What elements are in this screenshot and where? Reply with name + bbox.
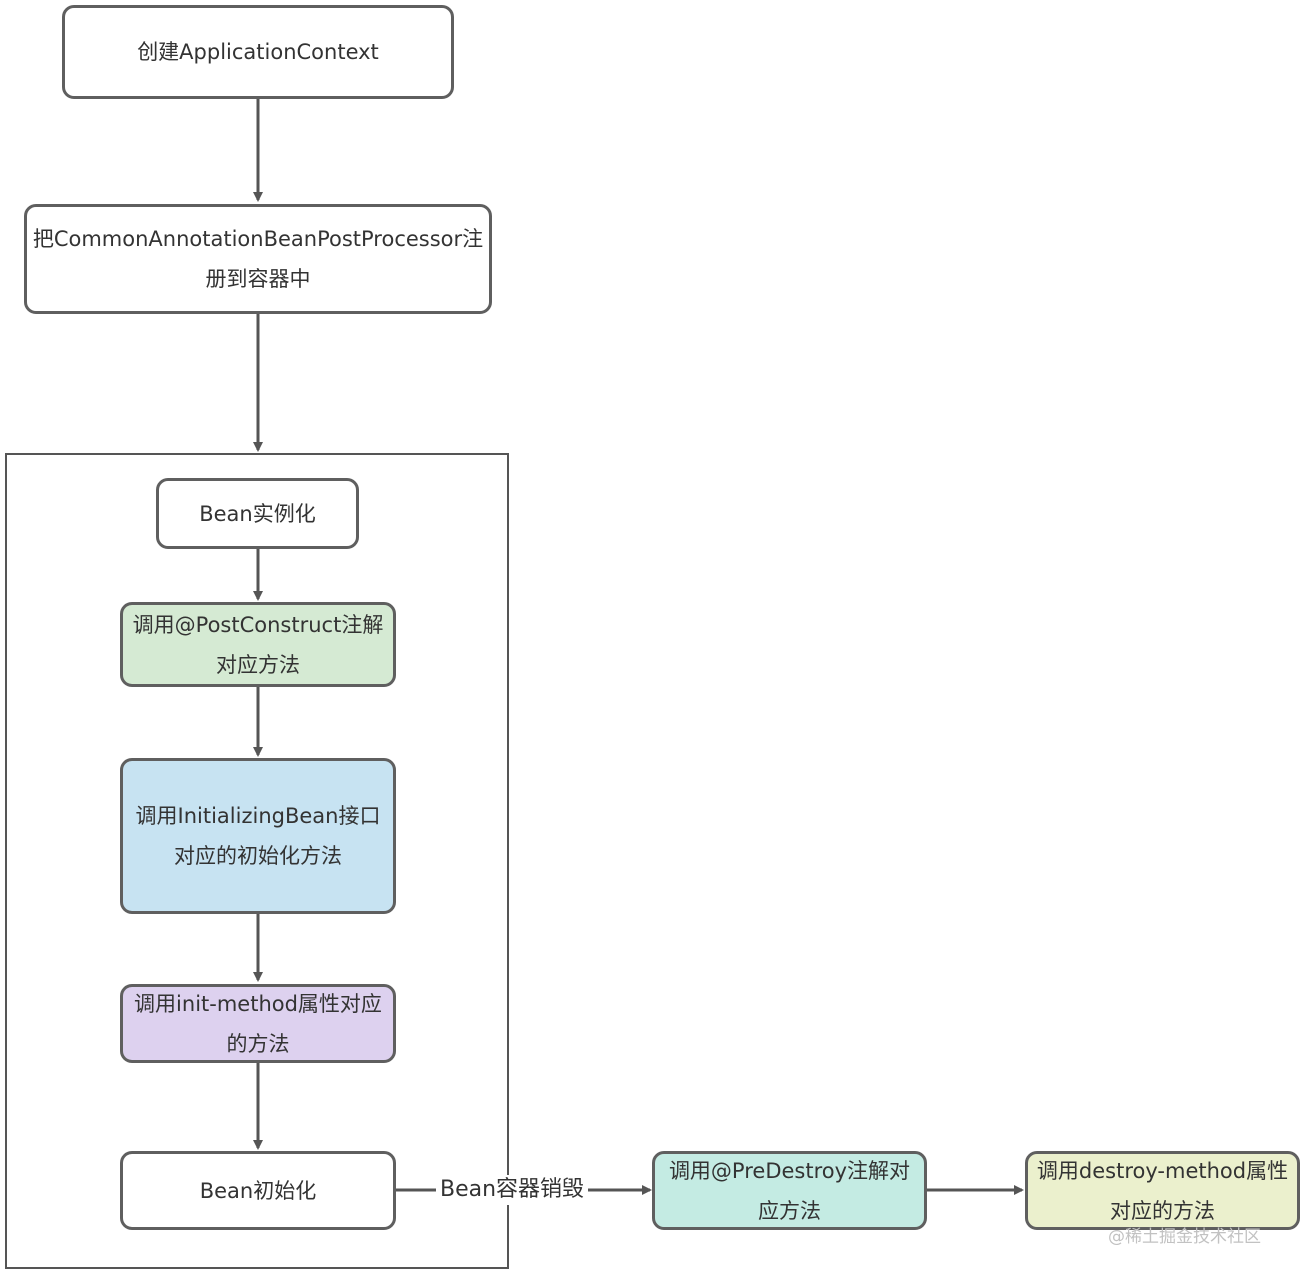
bean-lifecycle-group bbox=[5, 453, 509, 1269]
bean-instantiate-node: Bean实例化 bbox=[156, 478, 359, 549]
bean-container-destroy-label: Bean容器销毁 bbox=[436, 1175, 589, 1205]
init-method-node: 调用init-method属性对应的方法 bbox=[120, 984, 396, 1063]
post-construct-node: 调用@PostConstruct注解对应方法 bbox=[120, 602, 396, 687]
register-processor-node: 把CommonAnnotationBeanPostProcessor注册到容器中 bbox=[24, 204, 492, 314]
pre-destroy-node: 调用@PreDestroy注解对应方法 bbox=[652, 1151, 927, 1230]
watermark-text: @稀土掘金技术社区 bbox=[1108, 1227, 1261, 1247]
destroy-method-node: 调用destroy-method属性对应的方法 bbox=[1025, 1151, 1300, 1230]
bean-initialized-node: Bean初始化 bbox=[120, 1151, 396, 1230]
create-application-context-node: 创建ApplicationContext bbox=[62, 5, 454, 99]
initializing-bean-node: 调用InitializingBean接口对应的初始化方法 bbox=[120, 758, 396, 914]
